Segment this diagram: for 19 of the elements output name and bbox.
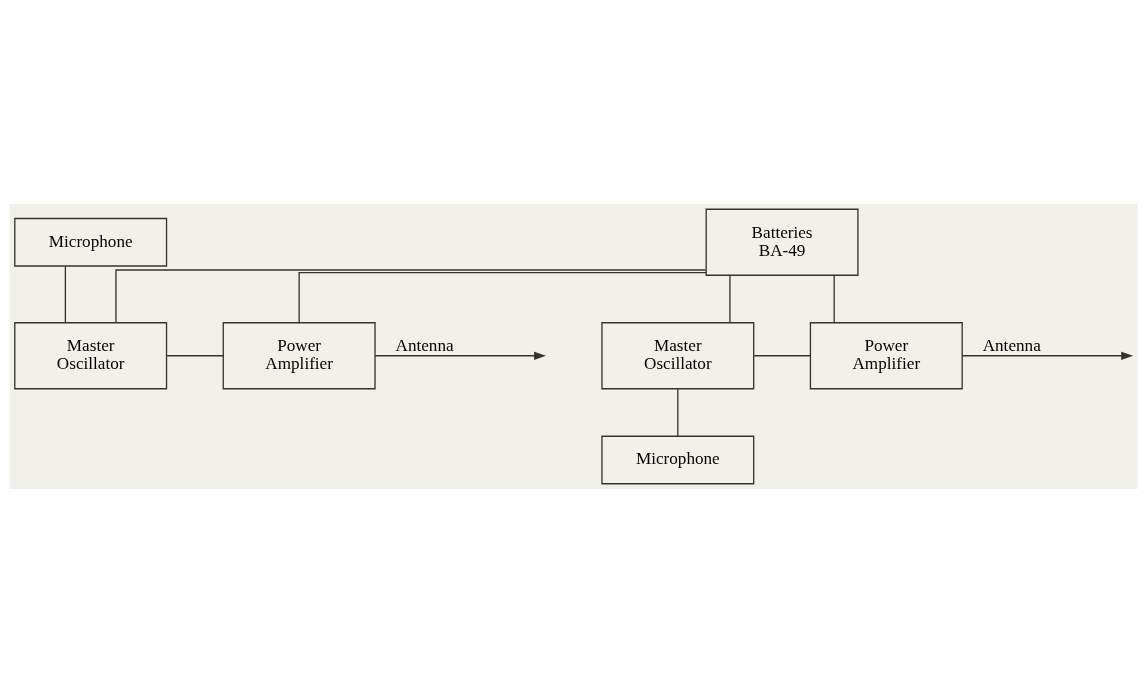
- connector: [677, 388, 679, 437]
- node-box: Microphone: [14, 217, 168, 267]
- node-box: Batteries BA-49: [705, 208, 859, 276]
- connector: [298, 271, 707, 323]
- arrow: [961, 351, 1134, 360]
- node-box: Master Oscillator: [14, 321, 168, 389]
- connector: [115, 268, 707, 323]
- connector: [833, 274, 835, 323]
- node-box: Microphone: [601, 435, 755, 484]
- edge-label: Antenna: [395, 335, 454, 355]
- connector: [64, 265, 67, 323]
- edge-label: Antenna: [982, 335, 1041, 355]
- connector: [753, 354, 811, 356]
- connector: [729, 274, 731, 323]
- connector: [166, 354, 224, 356]
- node-box: Power Amplifier: [222, 321, 376, 389]
- node-box: Power Amplifier: [809, 321, 963, 389]
- arrow: [374, 351, 546, 360]
- node-box: Master Oscillator: [601, 321, 755, 389]
